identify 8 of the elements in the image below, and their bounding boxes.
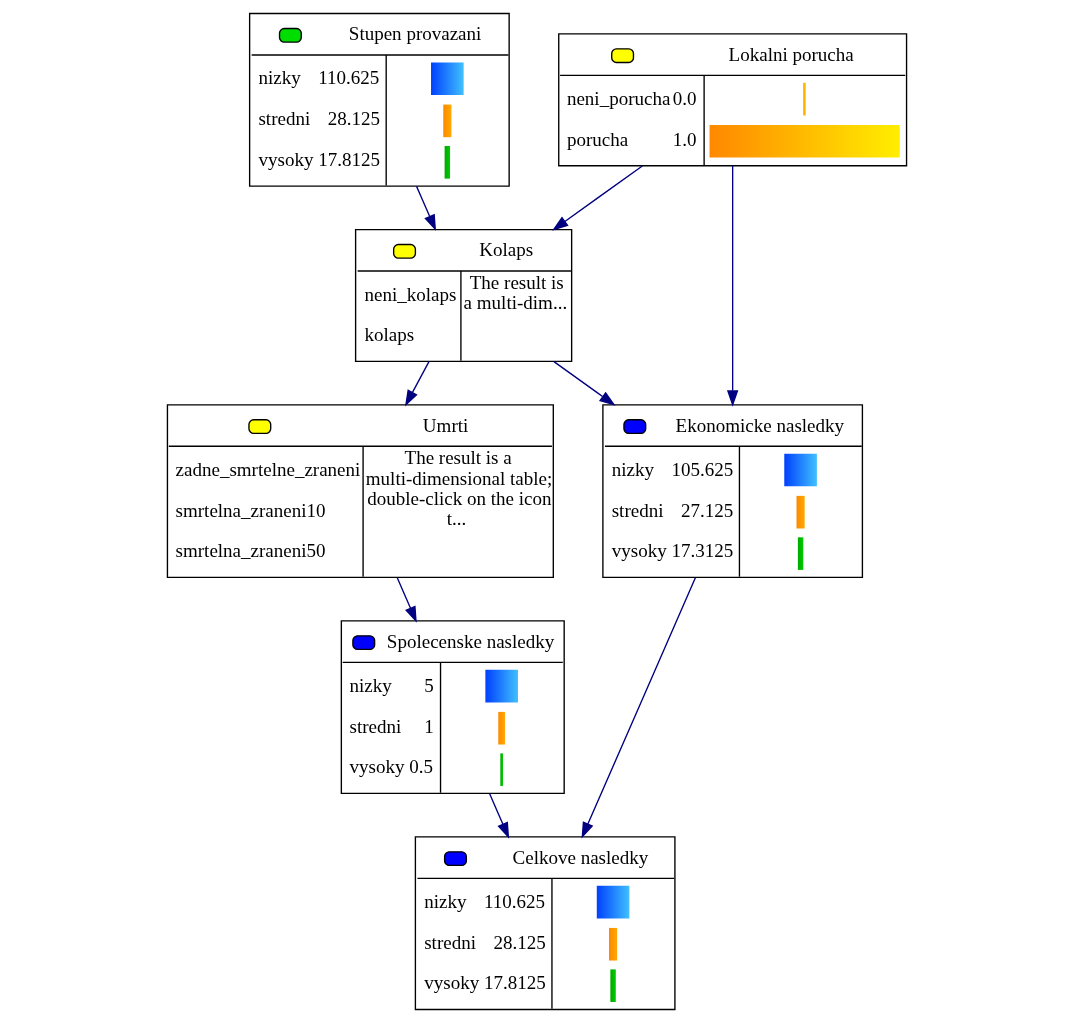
arrow	[395, 576, 417, 623]
arrow	[404, 360, 430, 407]
arrow	[552, 360, 616, 406]
arrow	[488, 792, 509, 839]
arrow	[581, 577, 696, 839]
arrow	[726, 165, 738, 407]
arrow	[415, 185, 436, 231]
arrow	[551, 165, 643, 231]
